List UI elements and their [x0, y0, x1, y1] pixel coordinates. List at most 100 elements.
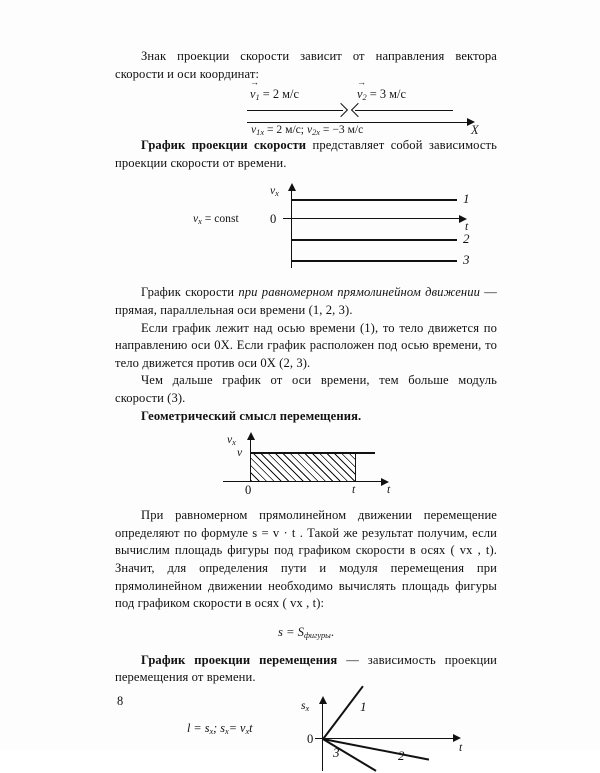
figure1-origin-label: 0: [270, 212, 277, 227]
paragraph-displacement-graph-def: График проекции перемещения — зависимост…: [115, 652, 497, 687]
figure1-y-label-v: v: [270, 184, 276, 198]
vector-v2-label: v2 = 3 м/с: [357, 78, 406, 103]
paragraph-3-b: — прямая, параллельная оси времени (1, 2…: [115, 285, 497, 317]
figure1-line-1-label: 1: [463, 191, 470, 207]
page-number: 8: [117, 694, 124, 708]
figure1-y-label-sub: x: [275, 189, 279, 199]
paragraph-2-rest: представляет собой зависимость проекции …: [115, 138, 497, 170]
textbook-page: Знак проекции скорости зависит от направ…: [0, 0, 600, 750]
figure2-value-label: v: [237, 446, 243, 460]
figure2-right-edge: [355, 452, 357, 482]
projection-values: v1x = 2 м/с; v2x = −3 м/с: [251, 123, 363, 137]
figure3-formula-mid-sub: x: [225, 726, 229, 736]
vector-arrow-right-head: [333, 103, 349, 118]
formula-s-equals-area: s = Sфигуры.: [115, 625, 497, 640]
figure3-line-1: [322, 685, 364, 740]
figure-velocity-projection-graph: vx = const 0 vx t 1 2 3: [115, 182, 497, 270]
term-velocity-projection-graph: График проекции скорости: [141, 138, 307, 153]
figure3-formula-right: = v: [228, 720, 246, 735]
figure1-t-axis-arrowhead: [459, 214, 467, 223]
figure1-y-axis-arrowhead: [287, 183, 296, 192]
figure1-line-2: [291, 239, 457, 241]
figure2-y-axis-label: vx: [227, 433, 236, 447]
v1-subscript: 1: [255, 93, 260, 103]
vector-arrow-right-shaft: [247, 110, 343, 112]
figure-displacement-area: vx v t 0 t: [115, 432, 497, 498]
v2-value: = 3 м/с: [369, 87, 406, 102]
figure3-t-axis-arrowhead: [453, 734, 461, 743]
figure1-caption-v: v: [193, 212, 199, 226]
v1-value: = 2 м/с: [262, 87, 299, 102]
v1-symbol: v: [250, 78, 258, 102]
proj1-value: = 2 м/с;: [266, 123, 305, 137]
vector-formula-figure: v1 = 2 м/с v2 = 3 м/с v1x = 2 м/с; v2x: [115, 78, 497, 137]
figure2-y-label-v: v: [227, 433, 233, 447]
figure2-y-axis: [250, 439, 252, 482]
paragraph-3-a: График скорости: [141, 285, 239, 300]
term-displacement-projection-graph: График проекции перемещения: [141, 652, 338, 667]
vector-arrow-left-head: [350, 103, 366, 118]
figure3-origin-label: 0: [307, 731, 314, 746]
proj2-symbol: v: [306, 123, 313, 137]
x-axis-shaft: [247, 122, 469, 124]
figure2-shaded-area: [251, 453, 356, 482]
figure2-t-axis-arrowhead: [381, 477, 389, 486]
vector-v1-label: v1 = 2 м/с: [250, 78, 299, 103]
figure1-y-axis: [291, 190, 293, 269]
figure1-y-axis-label: vx: [270, 184, 279, 198]
figure3-line-1-label: 1: [360, 698, 367, 714]
figure3-y-label-sub: x: [305, 703, 310, 713]
page-content: Знак проекции скорости зависит от направ…: [115, 48, 497, 773]
figure1-line-2-label: 2: [463, 231, 470, 247]
paragraph-area-method: При равномерном прямолинейном движении п…: [115, 508, 497, 611]
figure3-t-axis: [315, 737, 455, 739]
formula-s-period: .: [330, 624, 335, 639]
figure1-caption-sub: x: [198, 217, 202, 227]
figure3-line-2-label: 2: [398, 747, 405, 763]
figure3-y-axis-label: sx: [301, 699, 309, 713]
figure3-formula-end: t: [249, 720, 253, 735]
figure3-formula-left-sub: x: [209, 726, 214, 736]
proj2-value: = −3 м/с: [322, 123, 364, 137]
figure-displacement-projection-graph: l = sx; sx= vxt sx t 0 1 2 3: [115, 685, 497, 773]
vector-arrow-left-shaft: [355, 110, 453, 112]
paragraph-velocity-graph-def: График проекции скорости представляет со…: [115, 137, 497, 172]
figure1-caption-rest: = const: [204, 212, 239, 226]
figure2-y-axis-arrowhead: [246, 432, 255, 441]
paragraph-8-rest: — зависимость проекции перемещения от вр…: [115, 652, 497, 685]
figure3-formula: l = sx; sx= vxt: [187, 721, 253, 736]
figure1-t-axis: [283, 218, 461, 220]
figure1-line-3: [291, 260, 457, 262]
figure2-tick-label: t: [352, 483, 356, 497]
figure2-origin-label: 0: [245, 483, 252, 498]
paragraph-distance-from-axis: Чем дальше график от оси времени, тем бо…: [115, 373, 497, 405]
figure1-line-3-label: 3: [463, 252, 470, 268]
figure3-formula-right-sub: x: [245, 726, 250, 736]
figure2-velocity-line: [250, 452, 375, 454]
figure2-t-axis-label: t: [387, 483, 391, 497]
heading-geometric-meaning: Геометрический смысл перемещения.: [115, 408, 497, 426]
figure3-line-3-label: 3: [333, 744, 340, 760]
x-axis-arrowhead: [467, 118, 475, 127]
figure3-formula-left: l = s: [187, 720, 210, 735]
proj2-subscript: 2x: [312, 128, 320, 138]
figure3-y-label-s: s: [301, 698, 306, 712]
figure2-y-label-sub: x: [232, 438, 236, 448]
formula-s-subscript: фигуры: [303, 630, 331, 640]
paragraph-3-italic: при равномерном прямолинейном движении: [238, 285, 481, 300]
figure1-t-axis-label: t: [465, 220, 469, 234]
proj1-symbol: v: [251, 123, 257, 137]
x-axis-label: X: [471, 123, 479, 138]
v2-symbol: v: [357, 78, 365, 102]
figure3-t-axis-label: t: [459, 740, 463, 754]
figure2-t-axis: [223, 481, 383, 483]
proj1-subscript: 1x: [256, 128, 265, 138]
figure1-caption: vx = const: [193, 212, 239, 226]
figure3-y-axis-arrowhead: [318, 695, 327, 704]
v2-subscript: 2: [362, 93, 367, 103]
heading-geometric-meaning-text: Геометрический смысл перемещения.: [141, 408, 362, 423]
paragraph-above-below-axis: Если график лежит над осью времени (1), …: [115, 320, 497, 370]
figure3-formula-mid: ; s: [213, 720, 226, 735]
paragraph-intro: Знак проекции скорости зависит от направ…: [115, 49, 497, 81]
paragraph-uniform-motion: График скорости при равномерном прямолин…: [115, 284, 497, 319]
